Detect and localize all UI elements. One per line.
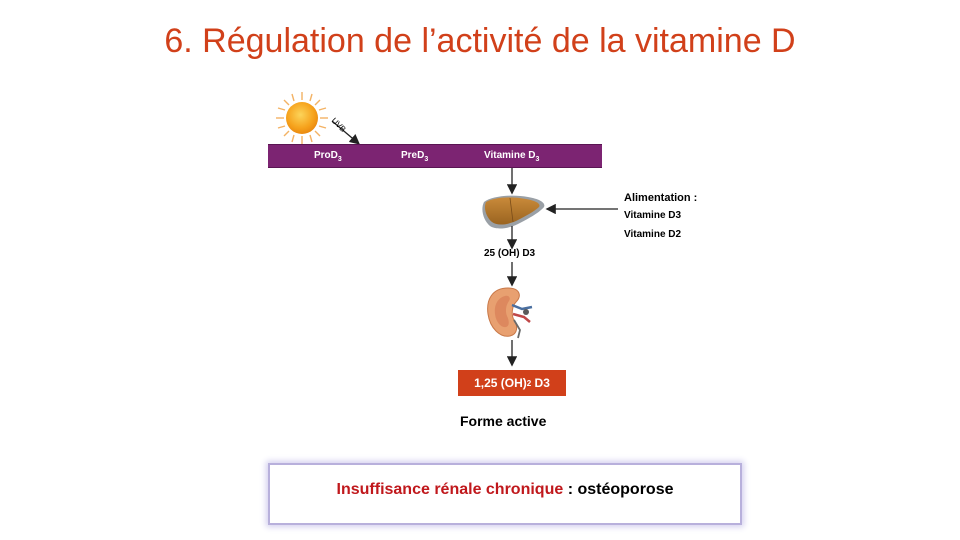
vitd3-label: Vitamine D3 (484, 150, 540, 163)
alimentation-item-d3: Vitamine D3 (624, 210, 682, 221)
prod3-label: ProD3 (314, 150, 342, 163)
alimentation-heading: Alimentation : (624, 192, 698, 204)
intermediate-label: 25 (OH) D3 (484, 248, 536, 259)
alimentation-item-d2: Vitamine D2 (624, 229, 682, 240)
liver-icon (482, 195, 545, 229)
note-highlight: Insuffisance rénale chronique (336, 481, 564, 498)
active-form-caption: Forme active (460, 413, 547, 429)
synthesis-bar (268, 144, 602, 168)
pred3-label: PreD3 (401, 150, 429, 163)
note-text: Insuffisance rénale chronique : ostéopor… (270, 481, 740, 499)
uvb-arrow (331, 120, 360, 145)
kidney-icon (487, 287, 533, 339)
active-form-box: 1,25 (OH)2 D3 (458, 370, 566, 396)
note-separator: : (563, 481, 578, 498)
slide-title: 6. Régulation de l’activité de la vitami… (164, 22, 796, 60)
note-rest: ostéoporose (577, 481, 674, 498)
sun-icon (276, 92, 328, 144)
note-box: Insuffisance rénale chronique : ostéopor… (268, 463, 742, 525)
